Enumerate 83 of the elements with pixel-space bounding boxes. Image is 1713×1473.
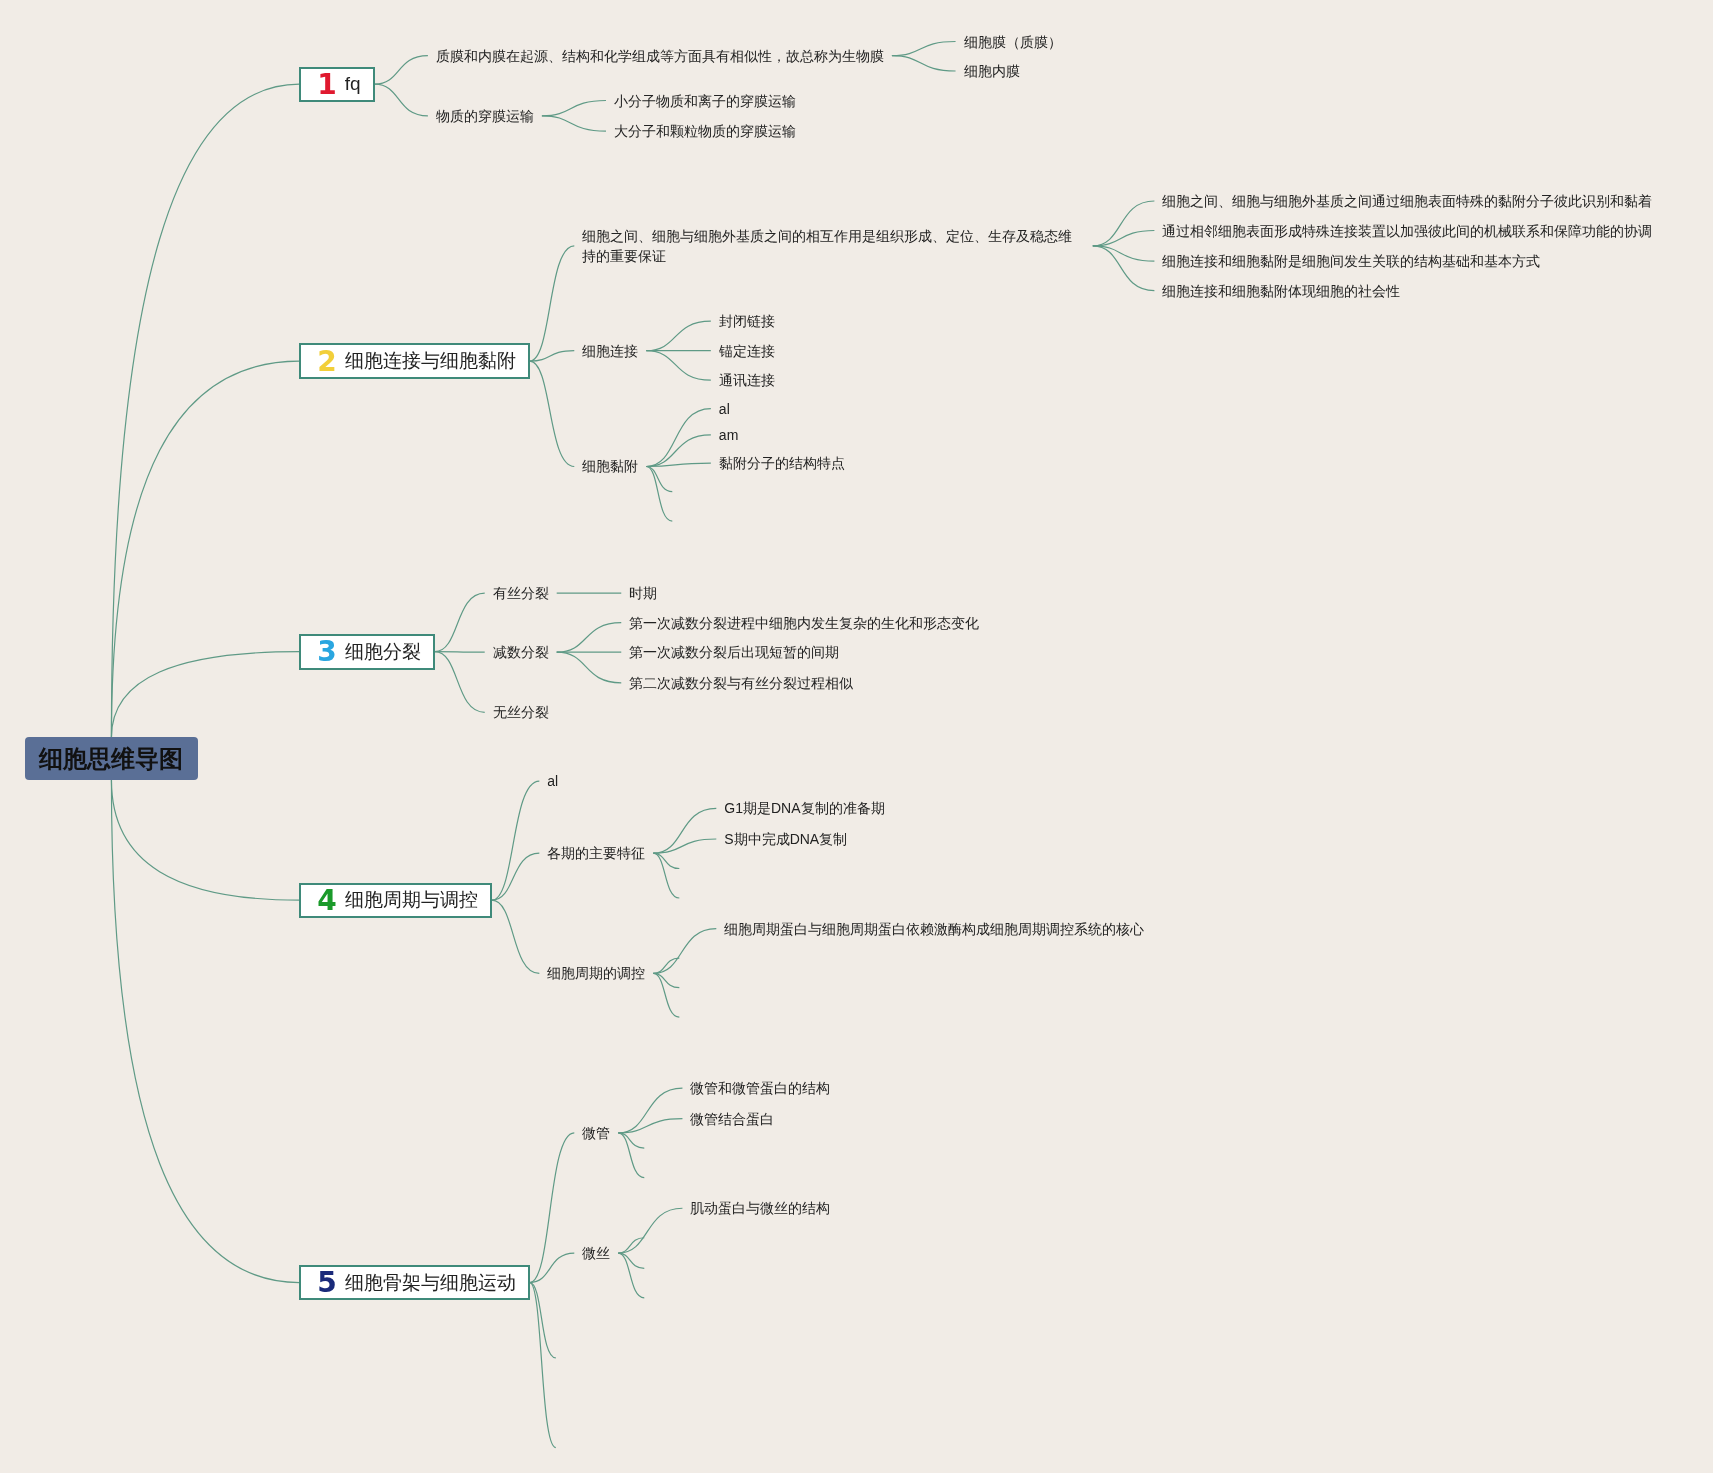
branch-text: 通讯连接 <box>710 370 783 391</box>
branch-line <box>374 83 429 117</box>
branch-line <box>110 779 300 1284</box>
central-topic: 细胞思维导图 <box>25 737 198 780</box>
branch-text: 细胞黏附 <box>574 456 647 477</box>
branch-text: 减数分裂 <box>484 642 557 663</box>
branch-text: 细胞之间、细胞与细胞外基质之间的相互作用是组织形成、定位、生存及稳态维持的重要保证 <box>574 225 1093 266</box>
branch-line <box>491 852 540 901</box>
branch-line <box>617 1237 645 1254</box>
branch-line <box>556 592 622 594</box>
branch-line <box>652 807 717 854</box>
topic-box <box>299 343 530 380</box>
branch-text: am <box>710 424 747 445</box>
branch-line <box>541 115 607 132</box>
topic-box <box>299 882 492 918</box>
topic-number: 4 <box>317 883 337 917</box>
branch-line <box>556 622 622 653</box>
branch-line <box>374 55 429 85</box>
branch-text: 时期 <box>621 583 666 604</box>
branch-text: 细胞连接 <box>574 340 647 361</box>
topic-box <box>299 1265 530 1301</box>
topic-title: fq <box>344 73 361 96</box>
branch-text: 封闭链接 <box>710 311 783 332</box>
branch-text: 各期的主要特征 <box>539 843 654 864</box>
branch-line <box>652 957 680 974</box>
branch-line <box>652 972 680 1018</box>
branch-text: 细胞连接和细胞黏附是细胞间发生关联的结构基础和基本方式 <box>1154 251 1549 272</box>
branch-text: 肌动蛋白与微丝的结构 <box>682 1198 839 1219</box>
branch-line <box>1092 245 1155 292</box>
branch-text: 细胞内膜 <box>955 61 1028 81</box>
branch-text: 微管 <box>574 1122 619 1143</box>
topic-title: 细胞连接与细胞黏附 <box>344 349 516 374</box>
topic-title: 细胞骨架与细胞运动 <box>344 1270 516 1295</box>
topic-number: 2 <box>317 344 337 378</box>
branch-line <box>529 1252 575 1284</box>
topic-number: 1 <box>317 67 337 101</box>
branch-text: 第一次减数分裂后出现短暂的间期 <box>621 642 848 663</box>
branch-line <box>617 1252 645 1299</box>
branch-line <box>110 651 300 738</box>
branch-text: S期中完成DNA复制 <box>716 829 856 849</box>
branch-text: 锚定连接 <box>710 340 783 361</box>
branch-line <box>617 1132 645 1179</box>
branch-text: al <box>710 398 738 419</box>
branch-text: 微管和微管蛋白的结构 <box>682 1078 839 1099</box>
branch-line <box>645 350 712 381</box>
branch-line <box>529 360 575 468</box>
branch-text: 有丝分裂 <box>484 583 557 604</box>
branch-line <box>645 465 673 522</box>
branch-text: 通过相邻细胞表面形成特殊连接装置以加强彼此间的机械联系和保障功能的协调 <box>1154 220 1661 241</box>
branch-text: 物质的穿膜运输 <box>427 105 542 126</box>
branch-text: 黏附分子的结构特点 <box>710 453 853 474</box>
branch-line <box>617 1118 684 1134</box>
branch-line <box>529 1281 557 1449</box>
branch-line <box>491 899 540 974</box>
topic-number: 3 <box>317 635 337 669</box>
branch-text: 微丝 <box>574 1243 619 1264</box>
branch-text: 无丝分裂 <box>484 702 557 723</box>
branch-text: 细胞之间、细胞与细胞外基质之间通过细胞表面特殊的黏附分子彼此识别和黏着 <box>1154 191 1661 211</box>
branch-text: al <box>539 771 567 792</box>
branch-text: 小分子物质和离子的穿膜运输 <box>605 90 804 111</box>
topic-number: 5 <box>317 1266 337 1300</box>
branch-line <box>529 350 575 362</box>
branch-line <box>556 651 622 684</box>
branch-line <box>434 651 486 713</box>
branch-text: G1期是DNA复制的准备期 <box>716 798 893 819</box>
branch-text: 大分子和颗粒物质的穿膜运输 <box>605 121 804 142</box>
topic-box <box>299 66 375 102</box>
topic-title: 细胞分裂 <box>344 639 421 664</box>
topic-box <box>299 633 435 670</box>
branch-line <box>529 1281 557 1359</box>
topic-title: 细胞周期与调控 <box>344 888 478 913</box>
branch-text: 细胞周期的调控 <box>539 963 654 984</box>
branch-line <box>891 55 957 72</box>
branch-text: 质膜和内膜在起源、结构和化学组成等方面具有相似性，故总称为生物膜 <box>427 45 892 66</box>
branch-line <box>652 852 680 899</box>
branch-text: 第一次减数分裂进程中细胞内发生复杂的生化和形态变化 <box>621 612 988 633</box>
branch-text: 细胞连接和细胞黏附体现细胞的社会性 <box>1154 280 1409 301</box>
branch-text: 微管结合蛋白 <box>682 1108 783 1129</box>
branch-text: 细胞膜（质膜） <box>955 31 1070 52</box>
branch-line <box>652 838 717 854</box>
branch-text: 第二次减数分裂与有丝分裂过程相似 <box>621 672 862 693</box>
branch-text: 细胞周期蛋白与细胞周期蛋白依赖激酶构成细胞周期调控系统的核心 <box>716 918 1153 939</box>
branch-line <box>529 1132 575 1284</box>
